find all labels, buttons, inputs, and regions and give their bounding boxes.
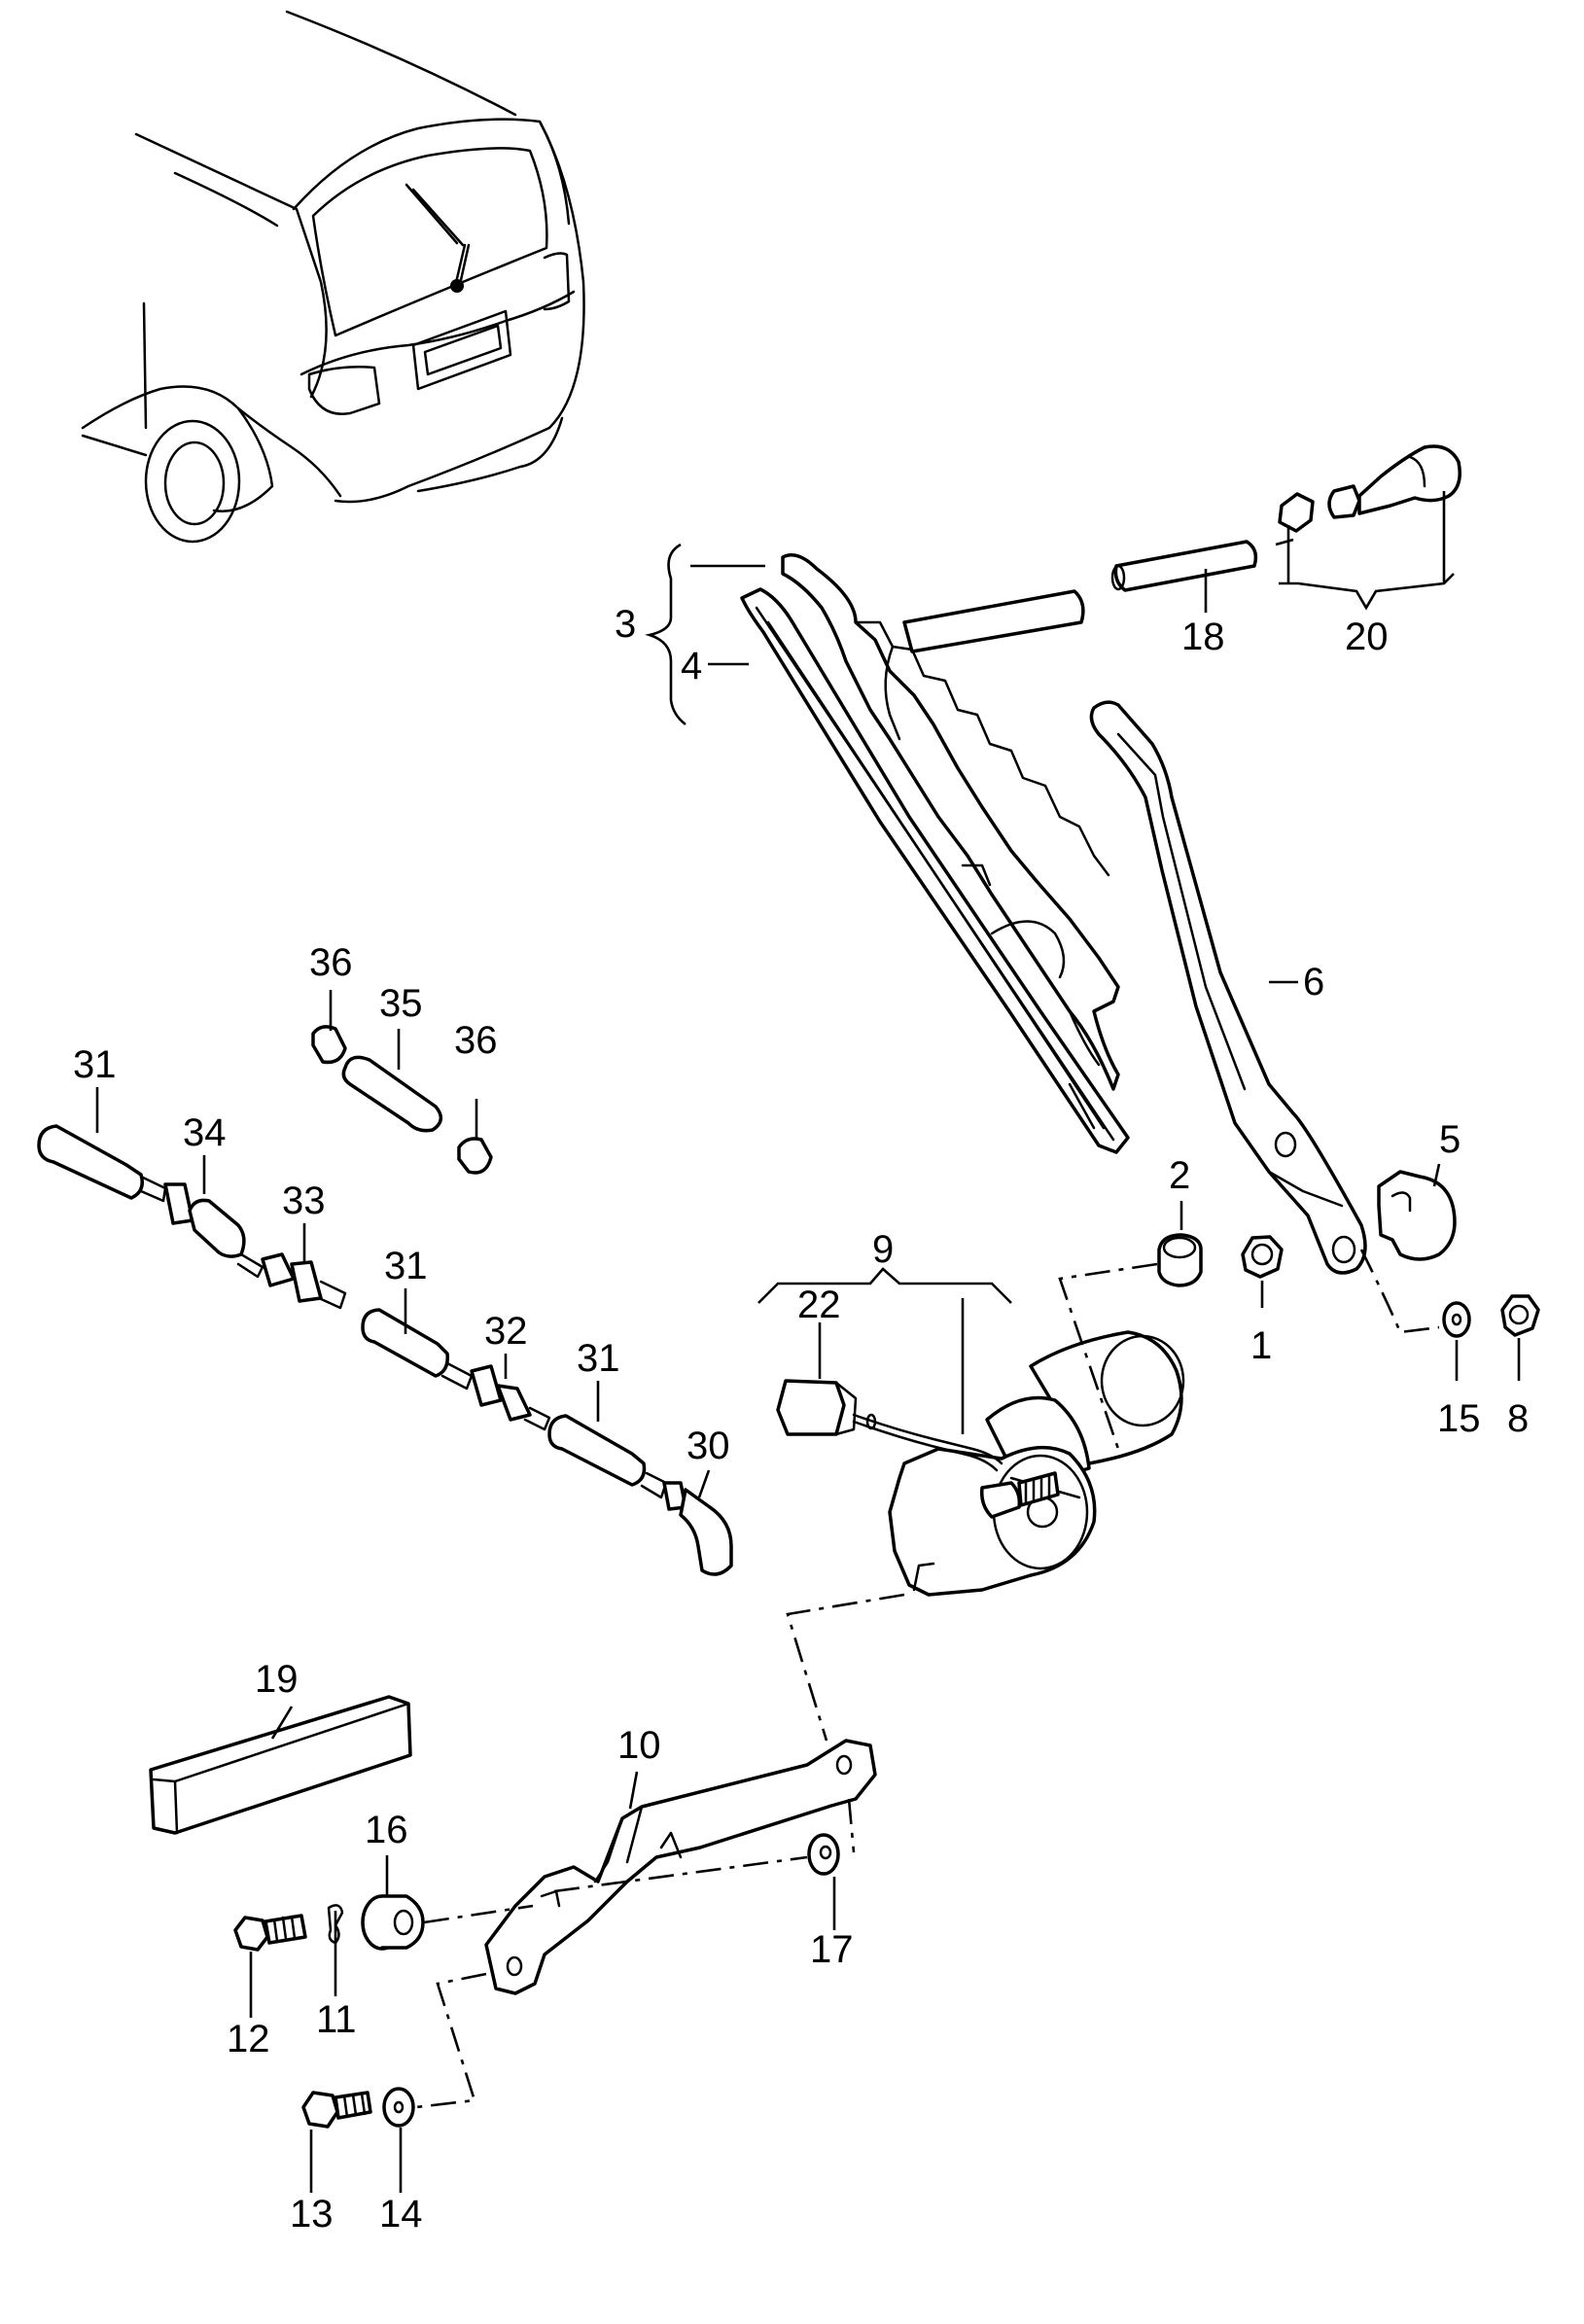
callout-11: 11 — [316, 1998, 357, 2041]
wiper-blade-rubber-part-4 — [740, 587, 1130, 1154]
grommet-part-2 — [1157, 1233, 1203, 1287]
callout-32: 32 — [484, 1310, 528, 1353]
callout-6: 6 — [1303, 961, 1324, 1004]
callout-9: 9 — [872, 1228, 894, 1271]
callout-15: 15 — [1437, 1397, 1481, 1440]
assembly-dash-lines — [415, 1249, 1440, 2109]
callout-8: 8 — [1507, 1397, 1529, 1440]
callout-4: 4 — [681, 645, 702, 687]
hose-part-31-left — [37, 1124, 144, 1200]
elbow-part-30 — [640, 1471, 733, 1576]
callout-17: 17 — [810, 1928, 854, 1971]
connector-part-33 — [261, 1252, 347, 1310]
connector-part-32 — [440, 1361, 551, 1431]
callout-19: 19 — [255, 1658, 299, 1701]
callout-12: 12 — [227, 2018, 270, 2060]
bolt-part-13 — [301, 2091, 372, 2129]
clip-part-36-right — [457, 1137, 493, 1175]
nut-part-1 — [1241, 1235, 1284, 1279]
washer-jet-part-20 — [1278, 444, 1461, 533]
foam-strip-part-19 — [149, 1695, 412, 1835]
callout-5: 5 — [1439, 1118, 1461, 1161]
callout-numbers: 3 4 18 20 6 5 2 1 15 8 9 22 30 31 34 33 … — [73, 603, 1529, 2236]
clip-part-36-left — [311, 1025, 347, 1065]
callout-31-right: 31 — [577, 1337, 620, 1380]
callout-31-middle: 31 — [384, 1245, 428, 1287]
wiper-motor-part-9 — [888, 1330, 1185, 1597]
wiring-connector-part-22 — [776, 1379, 1003, 1472]
callout-1: 1 — [1250, 1324, 1272, 1367]
callout-30: 30 — [686, 1425, 730, 1467]
washer-part-17 — [807, 1833, 840, 1876]
bolt-part-12 — [233, 1914, 307, 1952]
connector-part-34 — [139, 1175, 264, 1279]
wiper-arm-part-6 — [1089, 700, 1367, 1275]
callout-14: 14 — [379, 2193, 423, 2236]
nut-part-8 — [1500, 1294, 1540, 1337]
callout-16: 16 — [365, 1809, 408, 1851]
washer-part-15 — [1442, 1301, 1471, 1338]
callout-18: 18 — [1181, 616, 1225, 658]
callout-13: 13 — [290, 2193, 334, 2236]
callout-3: 3 — [615, 603, 636, 646]
callout-20: 20 — [1345, 616, 1389, 658]
washer-part-14 — [382, 2087, 415, 2128]
callout-36-right: 36 — [454, 1019, 498, 1062]
wiper-blade-part-3 — [781, 553, 1120, 1091]
hose-part-18-upper — [902, 589, 1085, 653]
wiper-pivot-marker — [450, 279, 464, 293]
callout-10: 10 — [617, 1724, 661, 1767]
callout-34: 34 — [183, 1111, 227, 1154]
bushing-part-16 — [361, 1894, 425, 1951]
callout-22: 22 — [797, 1284, 841, 1326]
hose-part-31-right — [547, 1414, 647, 1487]
cover-cap-part-5 — [1377, 1170, 1457, 1261]
clip-part-11 — [327, 1904, 344, 1945]
tube-part-18 — [1110, 540, 1258, 592]
callout-35: 35 — [379, 982, 423, 1025]
hose-part-31-middle — [361, 1308, 449, 1378]
callout-36-left: 36 — [309, 941, 353, 984]
callout-33: 33 — [282, 1180, 326, 1222]
hose-part-35 — [341, 1055, 442, 1133]
callout-2: 2 — [1169, 1154, 1190, 1197]
vehicle-rear-illustration — [81, 10, 585, 544]
callout-31-left: 31 — [73, 1043, 117, 1086]
callout-leader-lines — [95, 491, 1521, 2193]
